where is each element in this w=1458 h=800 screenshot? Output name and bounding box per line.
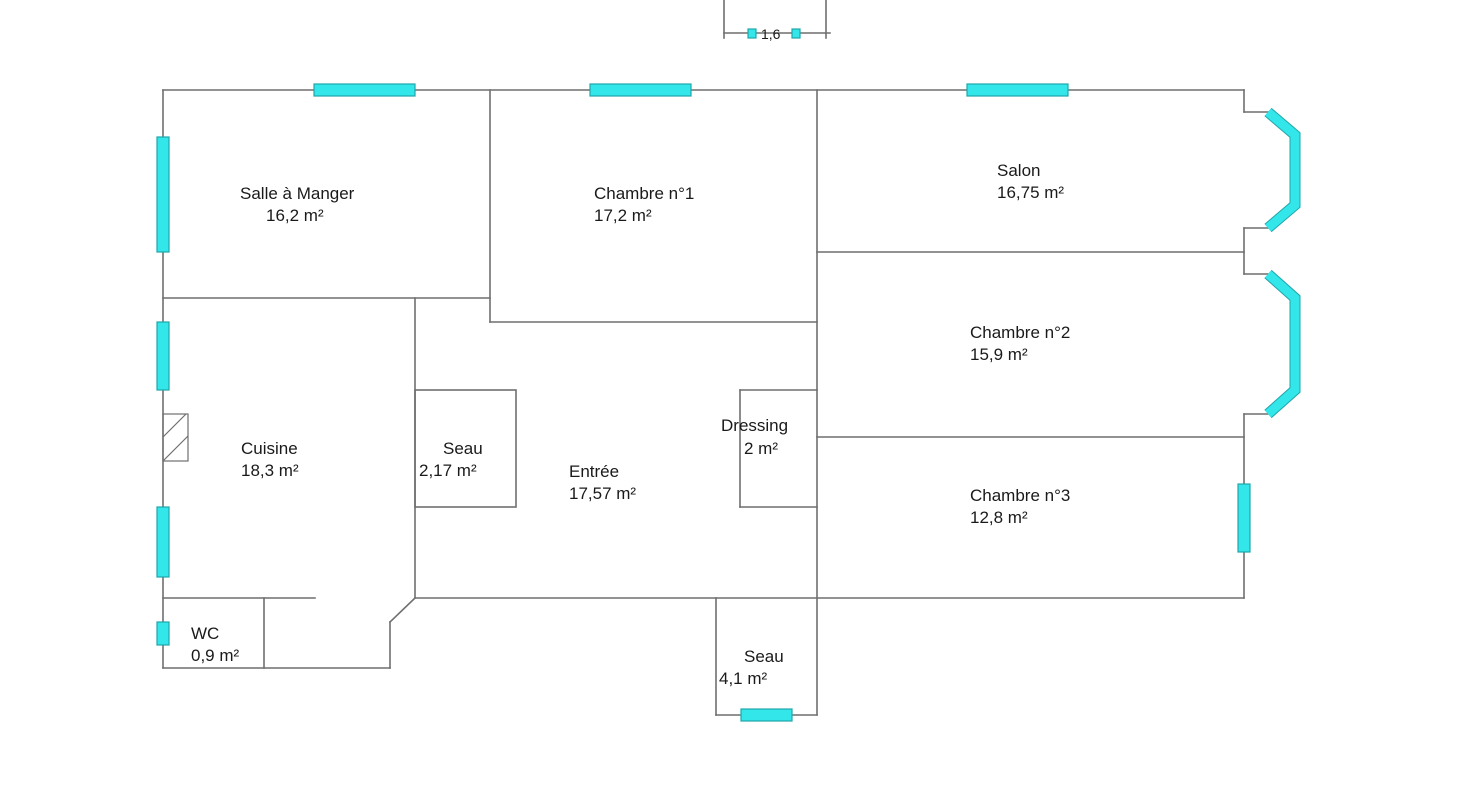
room-area-seau-2: 4,1 m² [719,669,768,688]
room-area-seau-1: 2,17 m² [419,461,477,480]
window-top-3 [966,83,1069,97]
window-bottom-seau [740,708,793,722]
window-left-1 [156,136,170,253]
room-area-salle-a-manger: 16,2 m² [266,206,324,225]
room-name-salle-a-manger: Salle à Manger [240,184,355,203]
room-area-cuisine: 18,3 m² [241,461,299,480]
room-name-entree: Entrée [569,462,619,481]
window-top-1 [313,83,416,97]
room-name-chambre-2: Chambre n°2 [970,323,1070,342]
room-name-chambre-1: Chambre n°1 [594,184,694,203]
room-area-dressing: 2 m² [744,439,778,458]
room-labels: Salle à Manger 16,2 m² Chambre n°1 17,2 … [191,161,1070,688]
window-left-wc [156,621,170,646]
room-area-entree: 17,57 m² [569,484,636,503]
dimension-label: 1,6 [761,26,781,42]
room-name-seau-1: Seau [443,439,483,458]
bay-window-salon [1264,107,1301,233]
room-area-wc: 0,9 m² [191,646,240,665]
dimension-marker: 1,6 [723,0,831,42]
chimney-hatch [162,413,189,462]
room-area-chambre-3: 12,8 m² [970,508,1028,527]
room-area-chambre-1: 17,2 m² [594,206,652,225]
windows [156,83,1251,722]
room-name-wc: WC [191,624,219,643]
room-name-cuisine: Cuisine [241,439,298,458]
room-area-salon: 16,75 m² [997,183,1064,202]
window-right-chambre3 [1237,483,1251,553]
room-name-dressing: Dressing [721,416,788,435]
room-name-seau-2: Seau [744,647,784,666]
window-top-2 [589,83,692,97]
room-name-chambre-3: Chambre n°3 [970,486,1070,505]
window-left-3 [156,506,170,578]
room-area-chambre-2: 15,9 m² [970,345,1028,364]
window-left-2 [156,321,170,391]
bay-window-chambre2 [1264,269,1301,419]
room-name-salon: Salon [997,161,1040,180]
